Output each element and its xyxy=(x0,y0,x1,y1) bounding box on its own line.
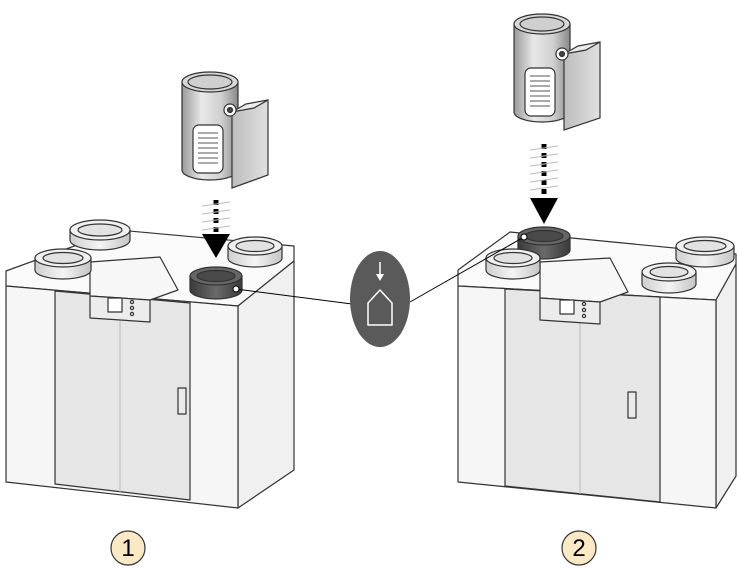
down-arrow-icon xyxy=(529,144,559,224)
unit-2-spigot-right xyxy=(641,262,697,294)
unit-2-spigot-left xyxy=(485,248,541,280)
supply-air-to-house-icon xyxy=(350,251,410,347)
callout-1: 1 xyxy=(110,530,146,566)
callout-2: 2 xyxy=(561,530,597,566)
unit-1-spigot-right xyxy=(227,236,283,268)
unit-1-spigot-left xyxy=(34,248,92,280)
unit-1-spigot-back xyxy=(69,219,131,251)
duct-heater-icon xyxy=(181,71,269,189)
unit-2-spigot-back xyxy=(675,236,735,268)
leader-lines xyxy=(232,233,528,305)
svg-text:1: 1 xyxy=(121,535,134,562)
ventilation-unit-2 xyxy=(457,226,737,509)
duct-heater-icon xyxy=(513,13,601,131)
down-arrow-icon xyxy=(201,200,231,258)
unit-1-supply-spigot xyxy=(189,266,243,300)
ventilation-unit-1 xyxy=(5,219,295,509)
svg-text:2: 2 xyxy=(572,535,585,562)
